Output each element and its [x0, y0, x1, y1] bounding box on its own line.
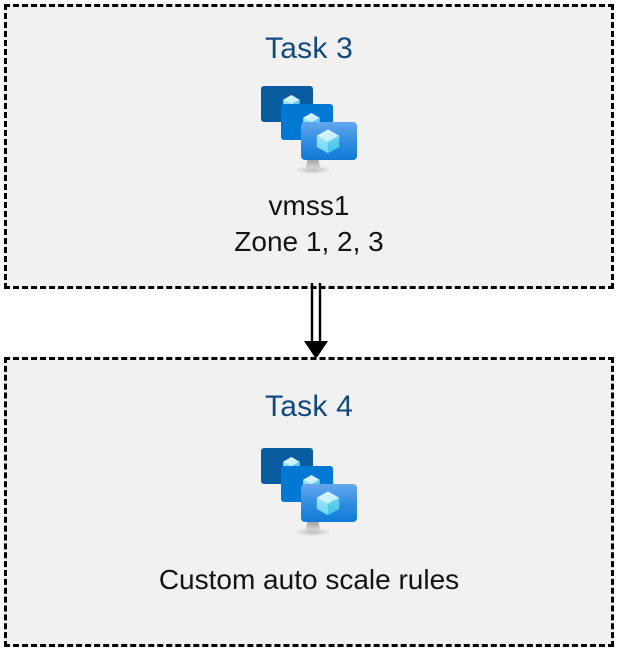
caption-line-2: Zone 1, 2, 3: [234, 226, 384, 257]
task-caption: vmss1 Zone 1, 2, 3: [234, 188, 383, 260]
vmss-icon: [249, 80, 369, 180]
vmss-icon: [249, 442, 369, 542]
task-box-task-3[interactable]: Task 3: [4, 4, 614, 289]
task-box-task-4[interactable]: Task 4: [4, 357, 614, 647]
connector-arrow-icon: [304, 283, 328, 359]
caption-line-1: vmss1: [268, 190, 350, 221]
caption-line-1: Custom auto scale rules: [158, 564, 460, 595]
task-title: Task 3: [265, 32, 353, 65]
task-title: Task 4: [265, 390, 353, 423]
task-caption: Custom auto scale rules: [159, 562, 459, 598]
